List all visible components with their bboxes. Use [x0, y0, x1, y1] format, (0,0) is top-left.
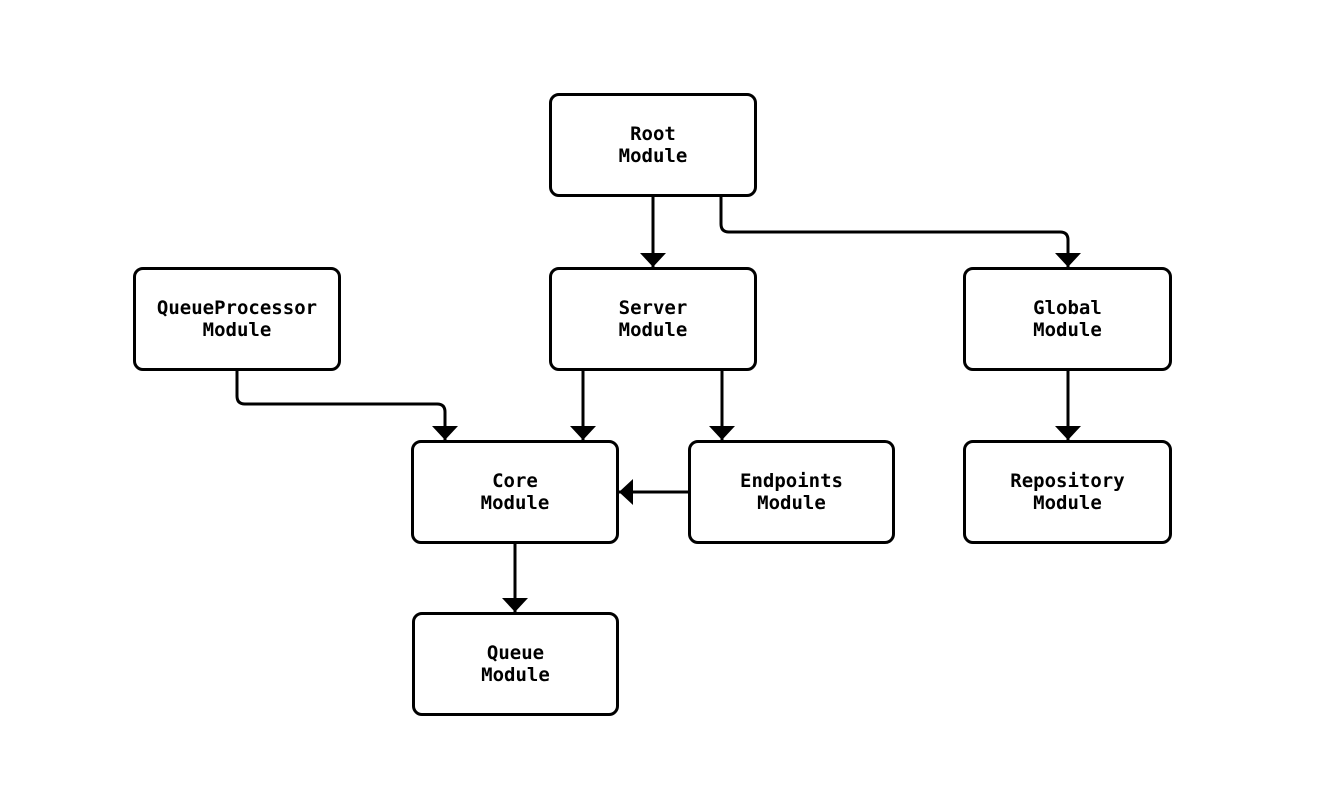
node-core-module-line1: Core [492, 470, 538, 492]
node-endpoints-module-line2: Module [757, 492, 826, 514]
node-queueprocessor-module: QueueProcessor Module [133, 267, 341, 371]
node-core-module: Core Module [411, 440, 619, 544]
node-global-module-line1: Global [1033, 297, 1102, 319]
node-queueprocessor-module-line1: QueueProcessor [156, 297, 318, 319]
node-core-module-line2: Module [480, 492, 550, 514]
node-endpoints-module-line1: Endpoints [740, 470, 843, 492]
node-global-module: Global Module [963, 267, 1172, 371]
node-root-module-line1: Root [630, 123, 676, 145]
node-global-module-line2: Module [1033, 319, 1102, 341]
node-endpoints-module: Endpoints Module [688, 440, 895, 544]
node-queue-module: Queue Module [412, 612, 619, 716]
edge-root-to-global [719, 197, 1081, 267]
node-queueprocessor-module-line2: Module [202, 319, 272, 341]
node-queue-module-line2: Module [481, 664, 550, 686]
edge-queueprocessor-to-core [235, 371, 458, 440]
node-repository-module-line2: Module [1033, 492, 1102, 514]
node-repository-module: Repository Module [963, 440, 1172, 544]
node-server-module-line1: Server [618, 297, 688, 319]
node-repository-module-line1: Repository [1010, 470, 1125, 492]
node-root-module-line2: Module [618, 145, 688, 167]
edge-group [235, 197, 1081, 612]
node-root-module: Root Module [549, 93, 757, 197]
node-queue-module-line1: Queue [486, 642, 545, 664]
node-server-module-line2: Module [618, 319, 688, 341]
node-server-module: Server Module [549, 267, 757, 371]
